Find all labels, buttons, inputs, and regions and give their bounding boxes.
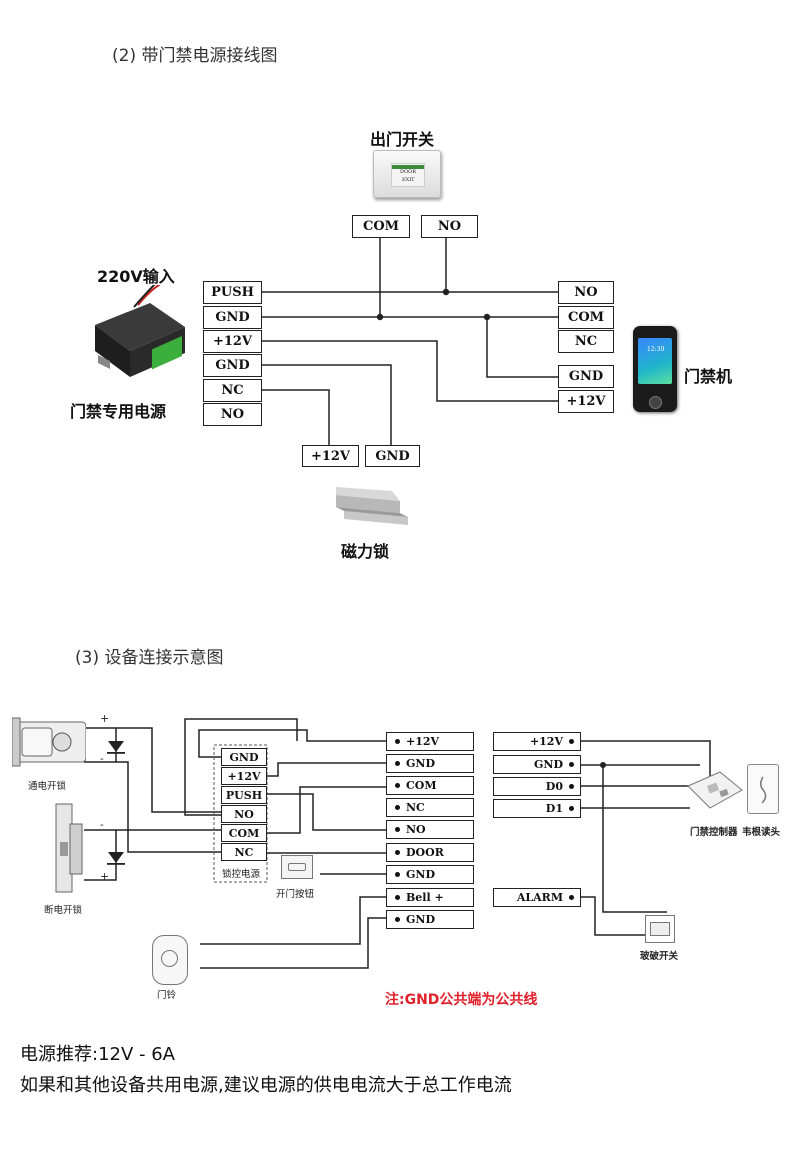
main-terminal-bell: Bell +: [386, 888, 474, 907]
power-input-label: 220V输入: [97, 267, 175, 286]
lockpower-terminal-gnd: GND: [221, 748, 267, 766]
main-terminal-12v: +12V: [386, 732, 474, 751]
section3-title: (3) 设备连接示意图: [75, 648, 224, 668]
right-terminal-d0: D0: [493, 777, 581, 796]
lockpower-terminal-com: COM: [221, 824, 267, 842]
device-terminal-gnd: GND: [558, 365, 614, 388]
section2-wiring: [262, 238, 558, 445]
lockpower-terminal-push: PUSH: [221, 786, 267, 804]
main-terminal-no: NO: [386, 820, 474, 839]
powered-lock-label: 通电开锁: [28, 781, 67, 792]
polarity-plus-1: +: [100, 712, 110, 725]
psu-terminal-nc: NC: [203, 379, 262, 402]
access-device-image: 12:30: [633, 326, 677, 412]
footer-power-advice: 如果和其他设备共用电源,建议电源的供电电流大于总工作电流: [20, 1075, 512, 1096]
exit-switch-image: DOOR EXIT: [373, 150, 441, 198]
section2-title: (2) 带门禁电源接线图: [112, 46, 278, 66]
power-supply-image: [95, 285, 185, 377]
lock-terminal-gnd: GND: [365, 445, 420, 467]
polarity-plus-2: +: [100, 870, 110, 883]
reader-image: [747, 764, 779, 814]
psu-terminal-no: NO: [203, 403, 262, 426]
break-glass-image: [645, 915, 675, 943]
unpowered-lock-image: [55, 803, 83, 893]
reader-label: 韦根读头: [742, 827, 781, 838]
gnd-note: 注:GND公共端为公共线: [385, 992, 538, 1008]
device-terminal-com: COM: [558, 306, 614, 329]
psu-terminal-12v: +12V: [203, 330, 262, 353]
psu-terminal-gnd: GND: [203, 306, 262, 329]
powered-lock-image: [12, 717, 86, 767]
main-terminal-door: DOOR: [386, 843, 474, 862]
break-glass-label: 玻破开关: [640, 951, 679, 962]
exit-button-image: [281, 855, 313, 879]
main-terminal-gnd-3: GND: [386, 910, 474, 929]
lockpower-terminal-12v: +12V: [221, 767, 267, 785]
psu-terminal-gnd-2: GND: [203, 354, 262, 377]
device-terminal-12v: +12V: [558, 390, 614, 413]
magnetic-lock-image: [336, 487, 408, 525]
right-terminal-d1: D1: [493, 799, 581, 818]
exit-door-text: DOOR: [400, 169, 416, 175]
lockpower-terminal-nc: NC: [221, 843, 267, 861]
right-terminal-12v: +12V: [493, 732, 581, 751]
polarity-minus-2: -: [100, 818, 104, 831]
lock-power-label: 锁控电源: [222, 869, 261, 880]
device-terminal-no: NO: [558, 281, 614, 304]
psu-terminal-push: PUSH: [203, 281, 262, 304]
doorbell-label: 门铃: [157, 990, 177, 1001]
right-terminal-gnd: GND: [493, 755, 581, 774]
main-terminal-gnd: GND: [386, 754, 474, 773]
exit-button-label: 开门按钮: [276, 889, 315, 900]
device-screen-time: 12:30: [647, 346, 665, 353]
access-device-label: 门禁机: [684, 367, 733, 386]
controller-board-image: [687, 771, 743, 809]
main-terminal-nc: NC: [386, 798, 474, 817]
exit-exit-text: EXIT: [402, 177, 415, 183]
exit-switch-label: 出门开关: [370, 130, 435, 149]
right-terminal-alarm: ALARM: [493, 888, 581, 907]
main-terminal-com: COM: [386, 776, 474, 795]
device-terminal-nc: NC: [558, 330, 614, 353]
power-supply-label: 门禁专用电源: [70, 402, 167, 421]
magnetic-lock-label: 磁力锁: [341, 542, 390, 561]
main-terminal-gnd-2: GND: [386, 865, 474, 884]
doorbell-image: [152, 935, 188, 985]
unpowered-lock-label: 断电开锁: [44, 905, 83, 916]
exit-terminal-no: NO: [421, 215, 478, 238]
lockpower-terminal-no: NO: [221, 805, 267, 823]
lock-terminal-12v: +12V: [302, 445, 359, 467]
controller-label: 门禁控制器: [690, 827, 738, 838]
exit-terminal-com: COM: [352, 215, 410, 238]
polarity-minus-1: -: [100, 752, 104, 765]
footer-power-recommendation: 电源推荐:12V - 6A: [20, 1044, 175, 1065]
